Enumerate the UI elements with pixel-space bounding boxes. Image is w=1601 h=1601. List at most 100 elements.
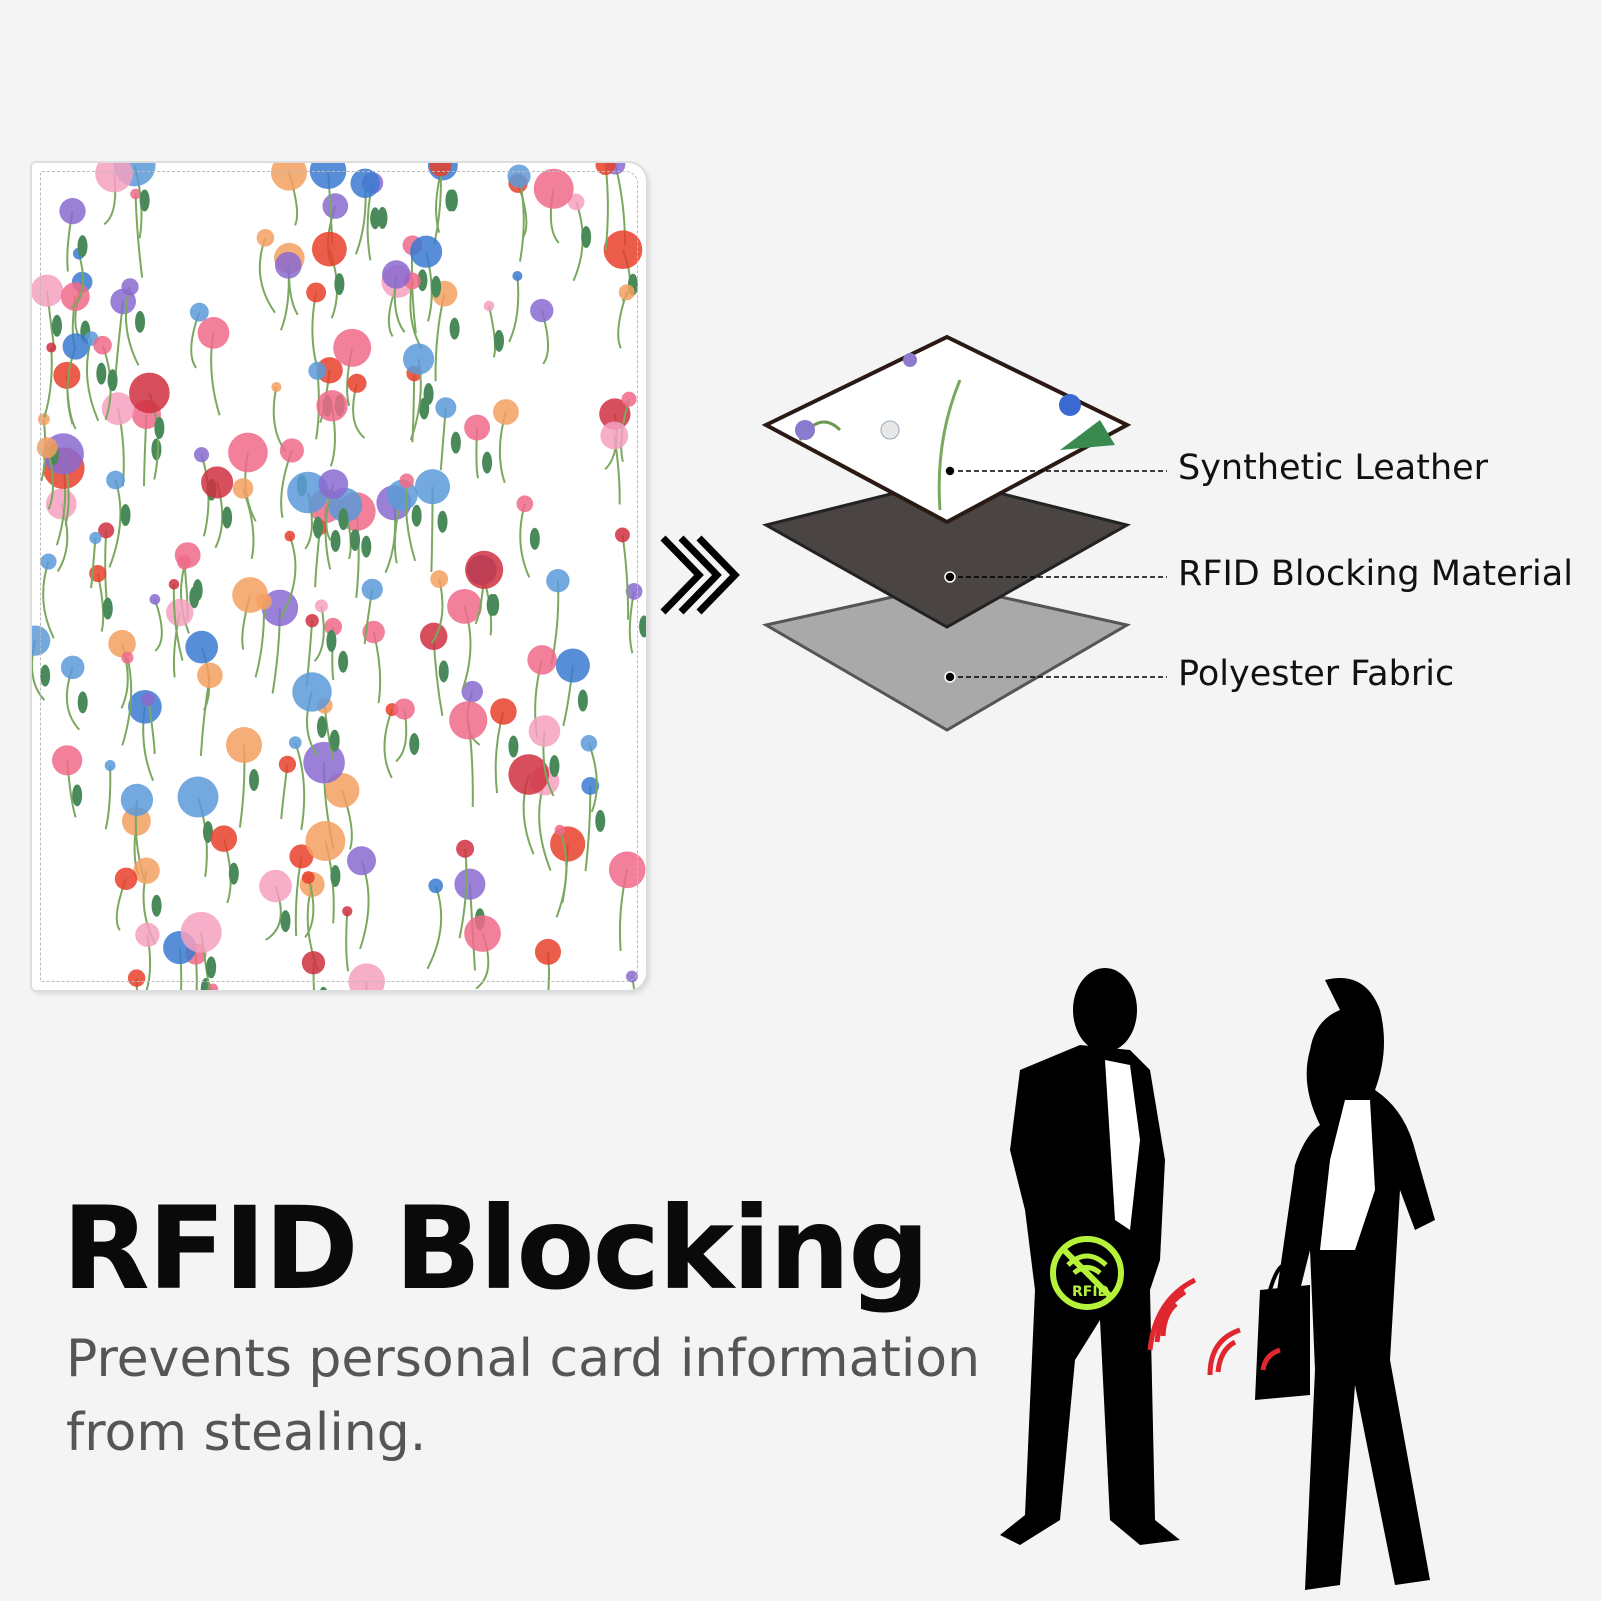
flower: [32, 625, 51, 656]
flower: [133, 857, 160, 884]
flower-stem: [121, 657, 133, 746]
subtitle-line-2: from stealing.: [66, 1403, 427, 1463]
leaf: [350, 529, 361, 552]
flower: [362, 620, 385, 644]
leaf: [489, 593, 500, 616]
flower-stem: [294, 742, 306, 830]
flower-stem: [383, 709, 394, 779]
flower: [493, 399, 519, 425]
leaf: [189, 586, 200, 609]
flower: [32, 274, 64, 307]
flower: [40, 553, 57, 570]
flower: [279, 438, 304, 463]
flower: [193, 447, 210, 463]
flower: [399, 473, 414, 489]
flower: [516, 495, 534, 513]
flower: [428, 878, 444, 894]
flower-stem: [153, 599, 163, 652]
flower: [255, 593, 272, 610]
leaf: [409, 733, 420, 756]
headline-subtitle: Prevents personal card information from …: [66, 1322, 986, 1470]
flower: [256, 228, 275, 247]
flower: [420, 622, 448, 651]
man-silhouette: [1000, 968, 1180, 1545]
leaf: [361, 535, 372, 558]
flower: [225, 726, 263, 764]
material-layers-diagram: [761, 334, 1167, 732]
flower: [93, 335, 112, 355]
flower: [533, 168, 574, 209]
leaf: [450, 431, 461, 454]
subtitle-line-1: Prevents personal card information: [66, 1329, 981, 1389]
floral-pattern: [32, 163, 646, 990]
flower-stem: [621, 534, 630, 620]
leaf: [135, 310, 146, 333]
flower: [490, 698, 517, 725]
flower-stem: [426, 885, 443, 970]
flower: [104, 759, 116, 771]
flower: [581, 777, 600, 795]
leaf: [508, 735, 519, 758]
flower: [284, 530, 296, 542]
leaf: [330, 865, 341, 888]
leaf: [370, 207, 381, 230]
leaf: [102, 597, 113, 620]
flower-stem: [345, 911, 350, 972]
flower: [52, 745, 83, 776]
leaf: [280, 910, 291, 933]
flower: [314, 599, 328, 613]
flower: [447, 588, 483, 624]
flower: [185, 630, 219, 664]
signal-waves-icon: [1147, 1277, 1281, 1376]
label-synthetic-leather: Synthetic Leather: [1178, 448, 1489, 488]
flower: [166, 598, 194, 627]
leaf: [151, 894, 162, 917]
leaf: [139, 189, 150, 212]
flower: [228, 432, 268, 473]
flower: [382, 260, 411, 289]
flower: [301, 871, 315, 884]
leaf: [338, 650, 349, 673]
flower: [89, 531, 102, 545]
flower-stem: [508, 275, 520, 343]
flower: [324, 772, 360, 808]
flower: [318, 469, 349, 500]
flower: [461, 680, 483, 703]
flower-stem: [630, 976, 636, 990]
flower: [322, 193, 349, 219]
leaf: [326, 629, 337, 652]
leaf: [202, 821, 213, 844]
leaf: [338, 508, 349, 531]
leaf: [40, 664, 51, 687]
flower: [292, 672, 332, 712]
flower: [180, 911, 222, 953]
flower-stem: [104, 765, 112, 830]
rfid-badge-text: RFID: [1072, 1284, 1109, 1300]
flower: [60, 655, 85, 680]
flower: [347, 846, 377, 876]
leaf: [411, 504, 422, 527]
flower: [347, 373, 367, 393]
leaf: [437, 510, 448, 533]
flower: [454, 868, 486, 900]
leaf: [377, 206, 388, 229]
flower: [603, 230, 643, 270]
leaf: [417, 269, 428, 292]
flower: [316, 390, 348, 422]
leaf: [222, 506, 233, 529]
flower: [135, 922, 160, 947]
flower: [600, 421, 629, 450]
flower: [386, 479, 418, 511]
flower: [410, 235, 443, 268]
people-silhouettes: RFID: [1000, 968, 1435, 1590]
flower: [429, 163, 452, 177]
leaf: [639, 615, 646, 638]
flower-stem: [172, 584, 184, 661]
flower: [210, 825, 238, 852]
flower: [287, 471, 329, 514]
flower: [350, 168, 380, 198]
flower: [324, 617, 343, 636]
flower: [141, 692, 156, 707]
leaf: [249, 768, 260, 791]
flower: [342, 906, 353, 917]
